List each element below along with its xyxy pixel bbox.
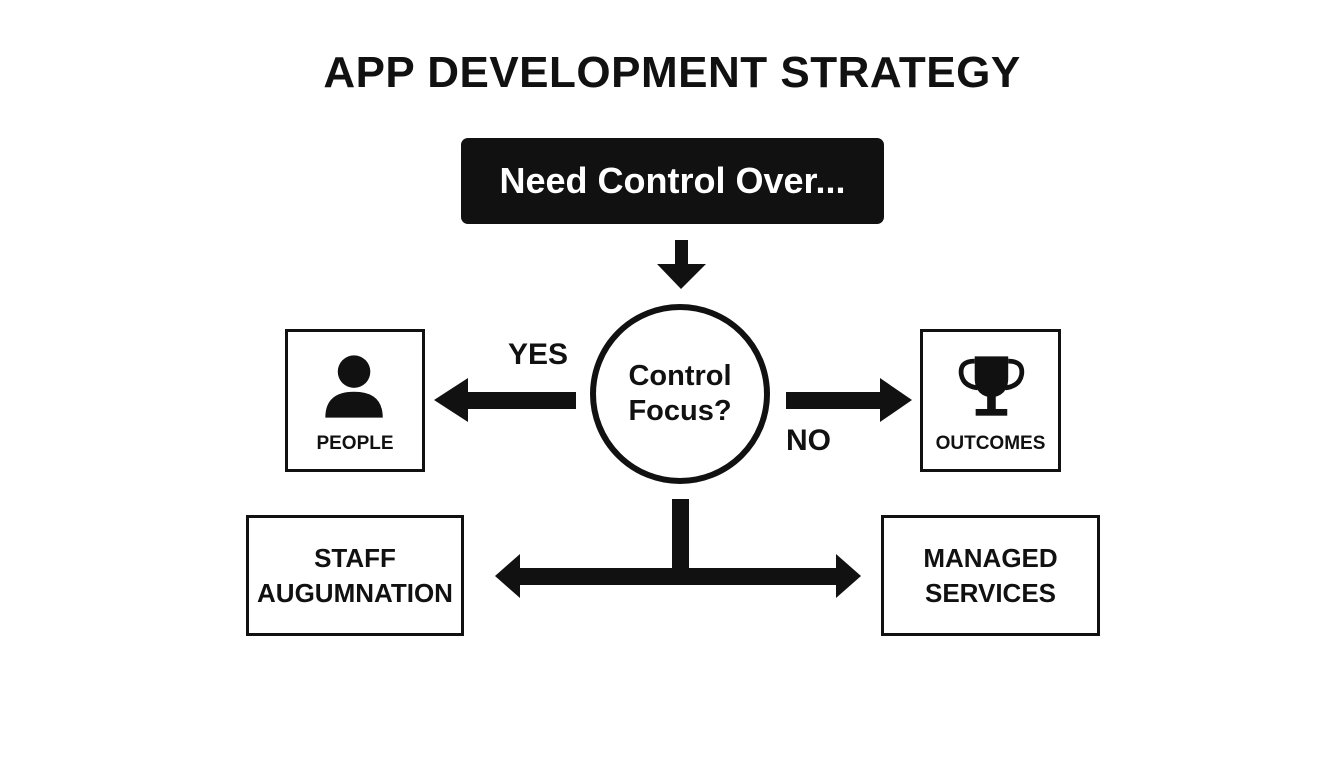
- diagram-title: APP DEVELOPMENT STRATEGY: [323, 48, 1021, 97]
- staff-line-1: STAFF: [314, 542, 396, 573]
- decision-line-2: Focus?: [628, 395, 732, 427]
- managed-line-1: MANAGED: [923, 542, 1058, 573]
- staff-line-2: AUGUMNATION: [257, 577, 453, 608]
- down-arrow: [657, 240, 706, 289]
- managed-line-2: SERVICES: [924, 577, 1056, 608]
- outcomes-node: OUTCOMES: [920, 329, 1061, 472]
- trophy-icon: [958, 356, 1025, 416]
- people-node: PEOPLE: [285, 329, 425, 472]
- decision-line-1: Control: [628, 360, 732, 392]
- people-label: PEOPLE: [316, 433, 394, 454]
- yes-label: YES: [508, 338, 569, 371]
- start-node: Need Control Over...: [461, 138, 884, 224]
- no-arrow: [786, 378, 912, 422]
- yes-arrow: [434, 378, 576, 422]
- managed-services-node: MANAGED SERVICES: [881, 515, 1100, 636]
- staff-augmentation-node: STAFF AUGUMNATION: [246, 515, 464, 636]
- person-icon: [325, 355, 383, 418]
- start-node-label: Need Control Over...: [499, 160, 846, 201]
- no-label: NO: [786, 424, 831, 457]
- outcomes-label: OUTCOMES: [935, 433, 1046, 454]
- decision-node: Control Focus?: [590, 304, 770, 484]
- split-arrow: [495, 499, 861, 598]
